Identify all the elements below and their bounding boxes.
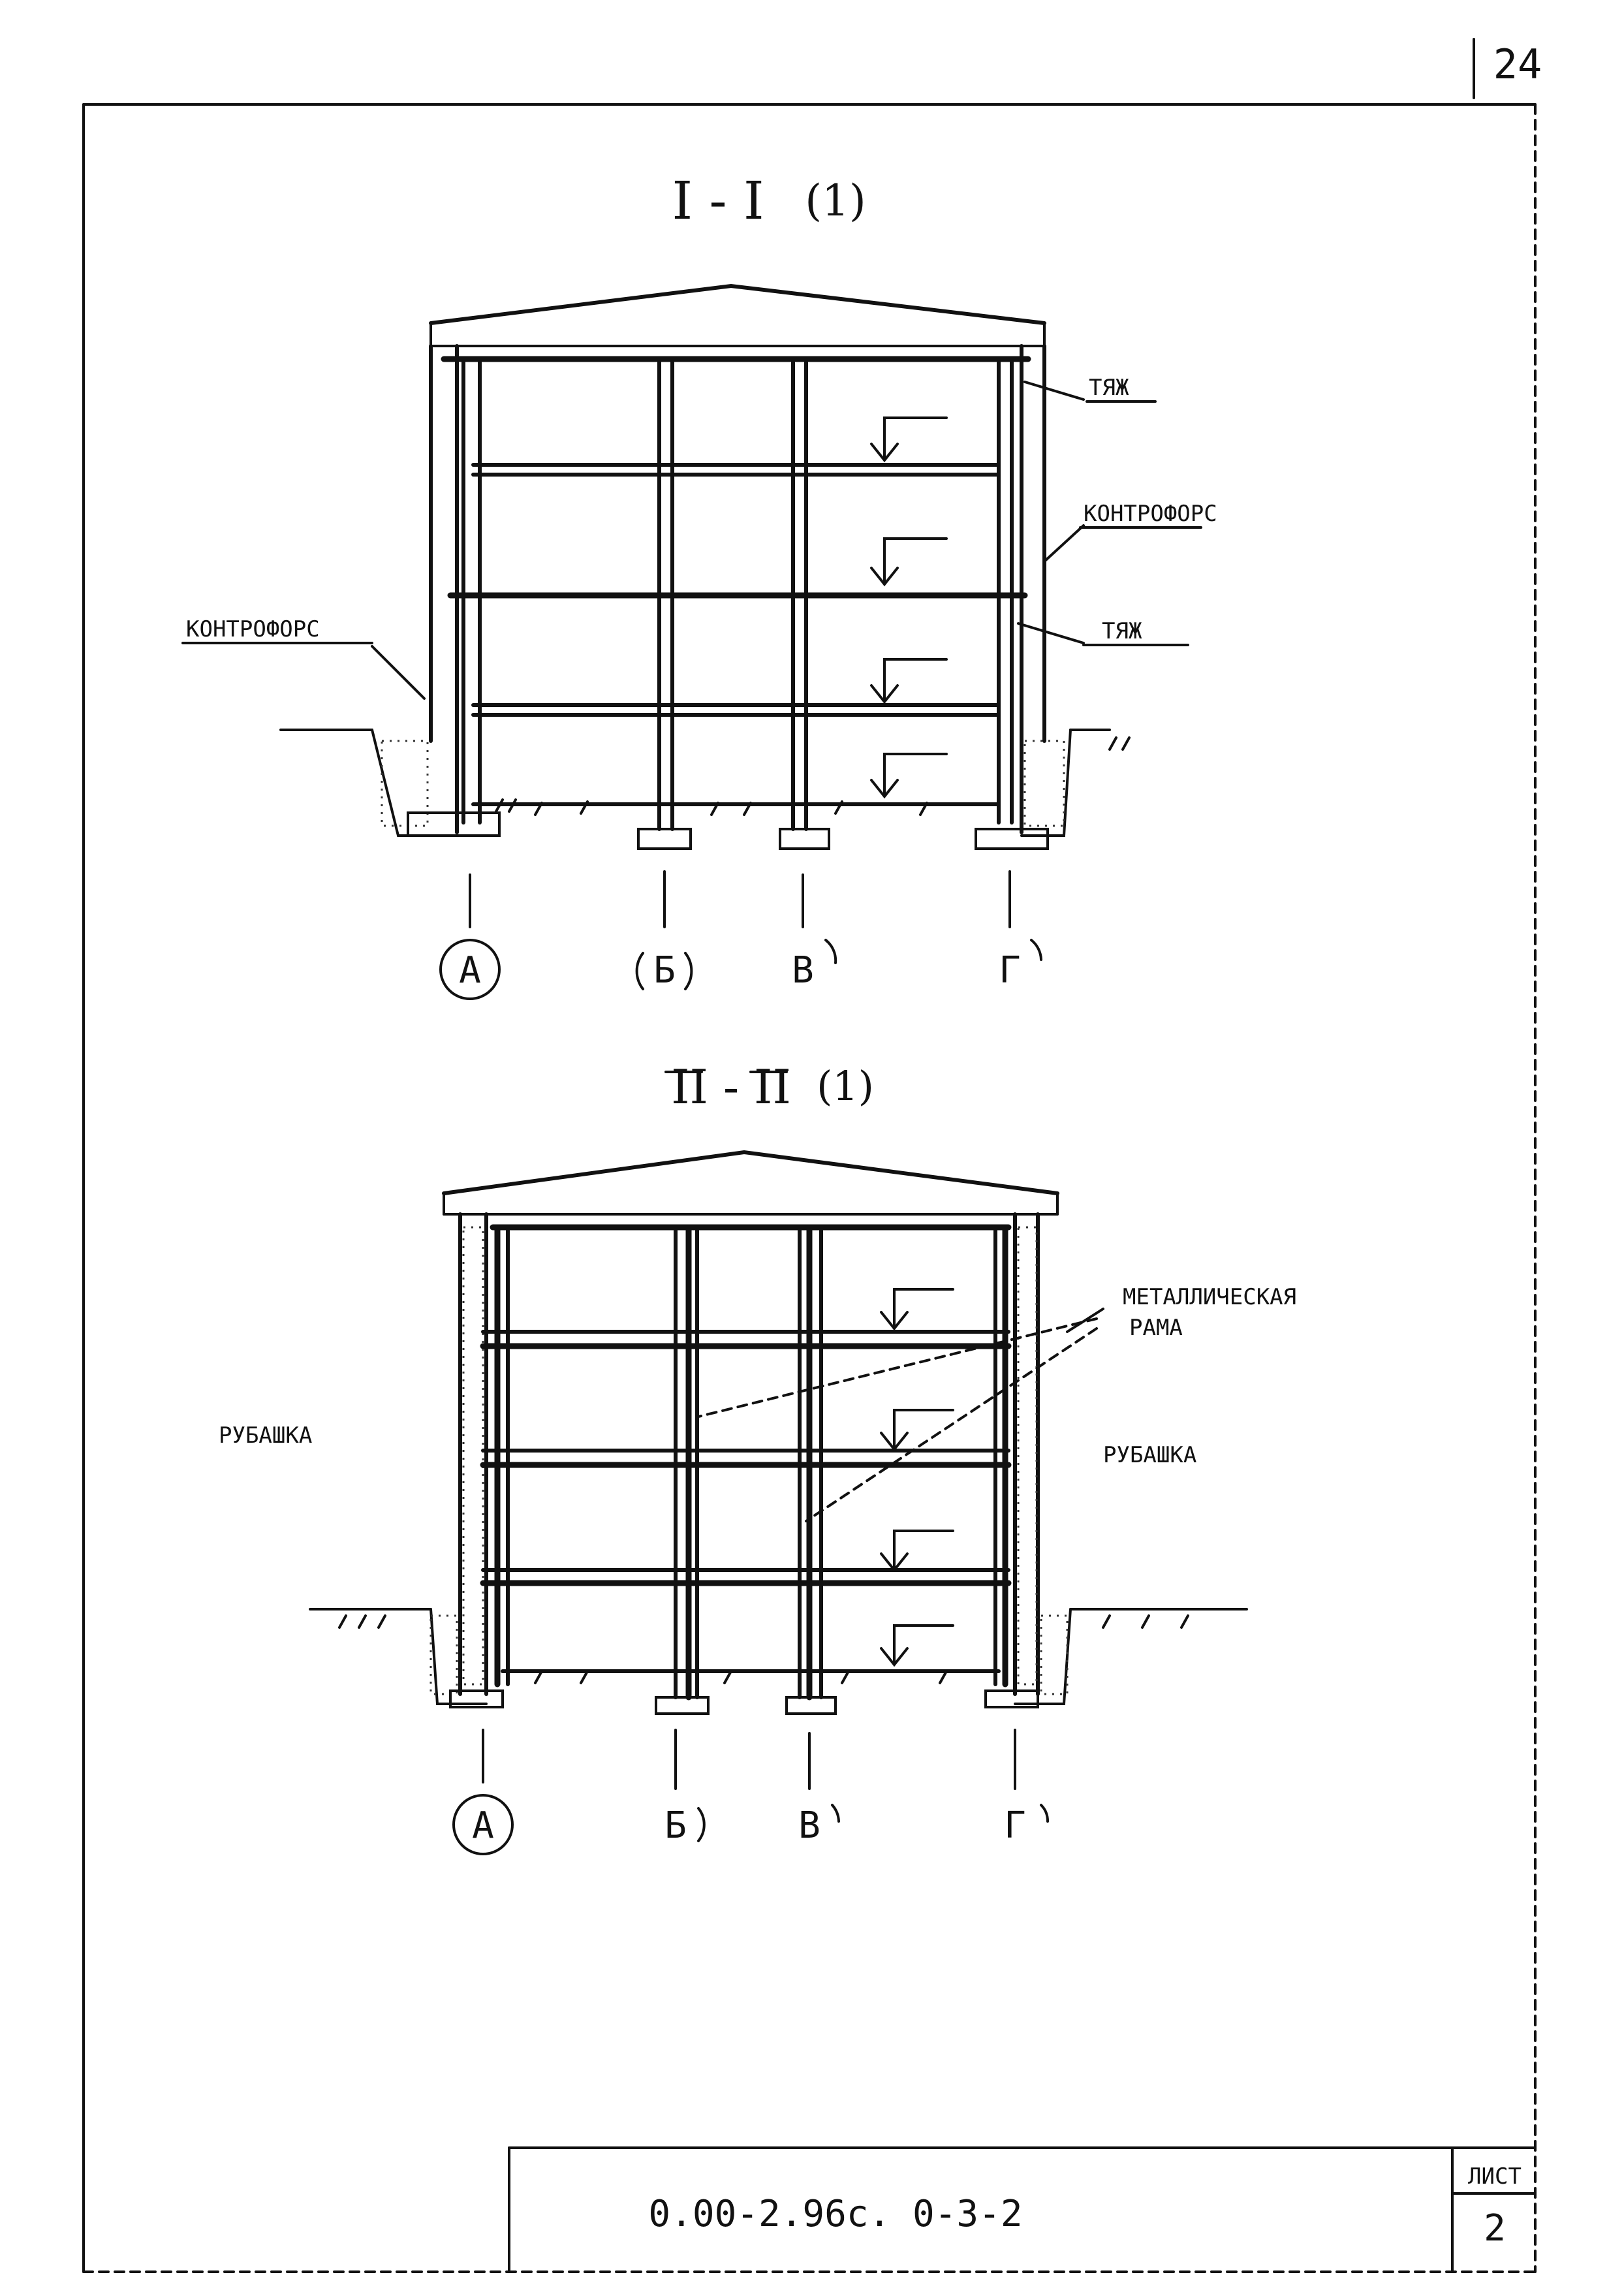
section-1-foundations xyxy=(407,811,1049,850)
section-1-axis-g-label: Г xyxy=(999,949,1021,992)
section-1-ground xyxy=(279,729,1131,837)
section-1-tie-top-label: ТЯЖ xyxy=(1089,375,1129,401)
section-1-floors xyxy=(441,356,1031,806)
section-2-leaders xyxy=(697,1308,1104,1522)
section-2-axis-a-label: А xyxy=(472,1804,494,1847)
section-1-axis-b-label: Б xyxy=(653,949,676,992)
section-2-metal-frame-label-1: МЕТАЛЛИЧЕСКАЯ xyxy=(1123,1284,1296,1310)
section-1-buttress-right-label: КОНТРОФОРС xyxy=(1084,501,1217,527)
drawing-code: 0.00-2.96с. 0-3-2 xyxy=(648,2193,1022,2235)
section-1-left-buttress xyxy=(429,344,459,834)
section-1-axis-lines xyxy=(469,870,1011,928)
section-2-level-markers xyxy=(880,1288,954,1667)
section-2-right-jacket xyxy=(1013,1212,1040,1696)
section-1-level-markers xyxy=(870,416,948,799)
section-1-leaders xyxy=(371,381,1085,700)
sheet-number: 2 xyxy=(1484,2207,1506,2250)
section-1-axis-marker-b: Б xyxy=(635,949,693,992)
section-1-tie-mid-label: ТЯЖ xyxy=(1102,618,1142,644)
section-1-axis-marker-a: А xyxy=(439,939,501,1000)
section-1-axis-v-label: В xyxy=(792,949,814,992)
drawing-frame xyxy=(82,103,1537,2273)
section-2-floors xyxy=(480,1224,1012,1673)
section-1-roof xyxy=(429,283,1046,347)
section-1-axis-marker-g: Г xyxy=(999,939,1042,992)
page-number: 24 xyxy=(1473,38,1542,99)
section-2-title-suffix: (1) xyxy=(817,1062,874,1110)
section-2-left-jacket xyxy=(458,1212,488,1696)
section-2-jacket-right-label: РУБАШКА xyxy=(1103,1442,1196,1468)
section-1-drawing: ТЯЖ КОНТРОФОРС КОНТРОФОРС ТЯЖ А Б В Г xyxy=(181,283,1217,1000)
section-1-axis-a-label: А xyxy=(459,949,481,992)
page-number-text: 24 xyxy=(1493,40,1542,88)
section-2-title-text: II - II xyxy=(671,1060,791,1114)
section-2-axis-v-label: В xyxy=(798,1804,820,1847)
section-2-ground xyxy=(309,1608,1248,1705)
section-1-buttress-left-label: КОНТРОФОРС xyxy=(186,616,320,642)
section-2-jacket-left-label: РУБАШКА xyxy=(219,1422,312,1449)
section-1-right-buttress xyxy=(1020,344,1046,834)
section-2-axis-marker-b: Б xyxy=(664,1804,706,1847)
section-2-foundations xyxy=(449,1689,1039,1715)
section-2-axis-g-label: Г xyxy=(1004,1804,1026,1847)
section-2-metal-frame-label-2: РАМА xyxy=(1129,1315,1183,1341)
section-2-roof xyxy=(442,1150,1059,1216)
section-2-axis-marker-g: Г xyxy=(1004,1804,1050,1847)
section-1-axis-marker-v: В xyxy=(792,939,837,992)
section-2-axis-b-label: Б xyxy=(664,1804,687,1847)
section-2-axis-lines xyxy=(482,1729,1016,1790)
section-2-title: II - II (1) xyxy=(664,1060,874,1114)
section-2-axis-marker-a: А xyxy=(452,1794,514,1855)
section-2-axis-marker-v: В xyxy=(798,1804,840,1847)
title-block: 0.00-2.96с. 0-3-2 ЛИСТ 2 xyxy=(508,2146,1537,2273)
section-1-title: I - I (1) xyxy=(672,170,866,231)
section-1-title-suffix: (1) xyxy=(805,176,866,226)
sheet-label: ЛИСТ xyxy=(1468,2163,1522,2190)
section-1-title-text: I - I xyxy=(672,170,764,231)
section-2-drawing: МЕТАЛЛИЧЕСКАЯ РАМА РУБАШКА РУБАШКА А Б В… xyxy=(219,1150,1296,1855)
